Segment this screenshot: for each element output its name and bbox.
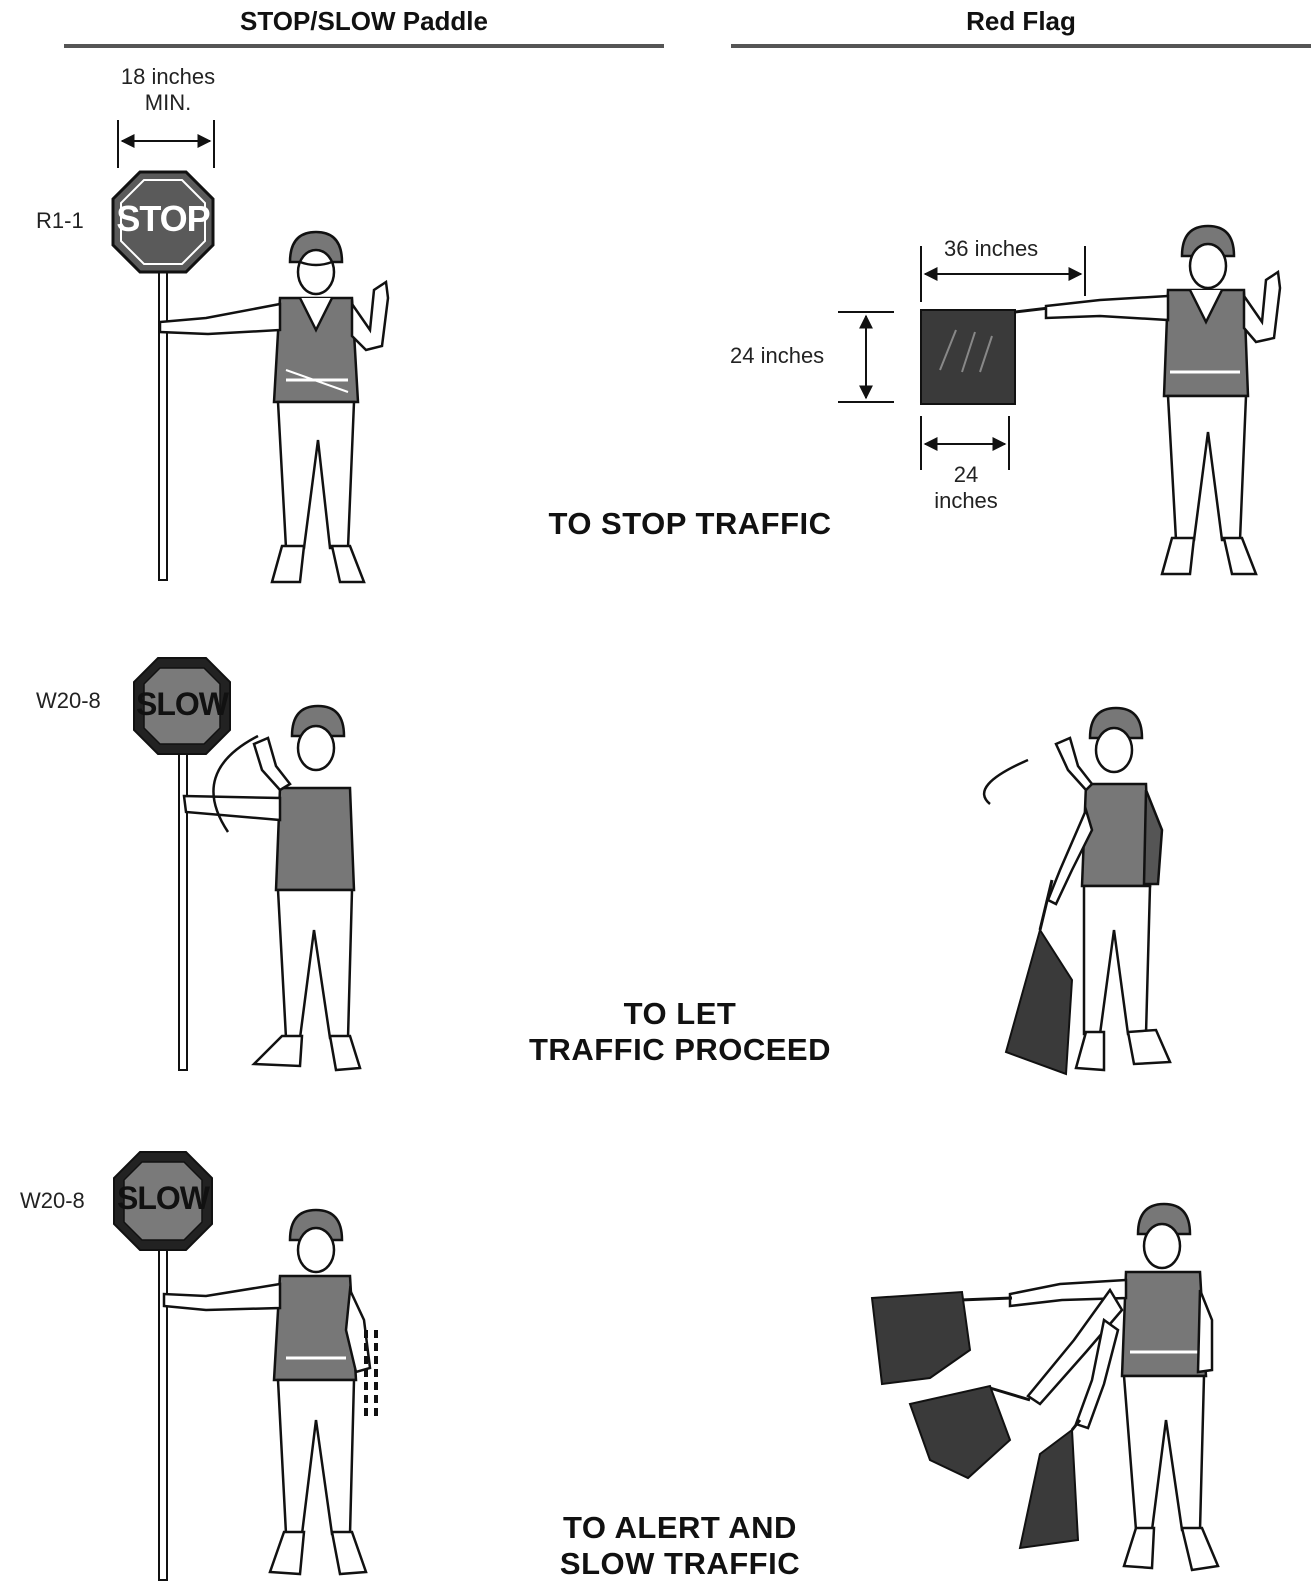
- flagger-figure-proceed-paddle: [184, 706, 360, 1070]
- slow-sign-text-proceed: SLOW: [134, 686, 230, 723]
- paddle-dimension-marker: [118, 120, 214, 168]
- flagger-figure-stop-paddle: [160, 232, 388, 582]
- caption-stop-traffic: TO STOP TRAFFIC: [500, 506, 880, 542]
- caption-let-traffic-proceed: TO LET TRAFFIC PROCEED: [490, 996, 870, 1068]
- slow-sign-text-alert: SLOW: [114, 1180, 212, 1217]
- flag-width-label: 24 inches: [916, 462, 1016, 514]
- sign-code-w20-8-alert: W20-8: [20, 1188, 85, 1214]
- flag-width-unit: inches: [916, 488, 1016, 514]
- caption-proceed-line-1: TO LET: [490, 996, 870, 1032]
- flagger-figure-stop-flag: [1046, 226, 1280, 574]
- flag-width-value: 24: [916, 462, 1016, 488]
- red-flag-alert-sweep: [872, 1292, 1080, 1548]
- caption-alert-slow-traffic: TO ALERT AND SLOW TRAFFIC: [490, 1510, 870, 1582]
- paddle-width-min: MIN.: [98, 90, 238, 116]
- flag-length-label: 36 inches: [944, 236, 1038, 262]
- flagger-figure-proceed-flag: [984, 708, 1170, 1070]
- caption-proceed-line-2: TRAFFIC PROCEED: [490, 1032, 870, 1068]
- paddle-width-label: 18 inches MIN.: [98, 64, 238, 116]
- flag-height-label: 24 inches: [730, 343, 824, 369]
- stop-sign-text: STOP: [113, 198, 213, 240]
- flagger-figure-alert-paddle: [164, 1210, 376, 1574]
- sign-code-r1-1: R1-1: [36, 208, 84, 234]
- caption-stop-line-1: TO STOP TRAFFIC: [500, 506, 880, 542]
- sign-code-w20-8-proceed: W20-8: [36, 688, 101, 714]
- caption-alert-line-1: TO ALERT AND: [490, 1510, 870, 1546]
- caption-alert-line-2: SLOW TRAFFIC: [490, 1546, 870, 1582]
- paddle-width-value: 18 inches: [98, 64, 238, 90]
- red-flag-proceed: [1006, 880, 1072, 1074]
